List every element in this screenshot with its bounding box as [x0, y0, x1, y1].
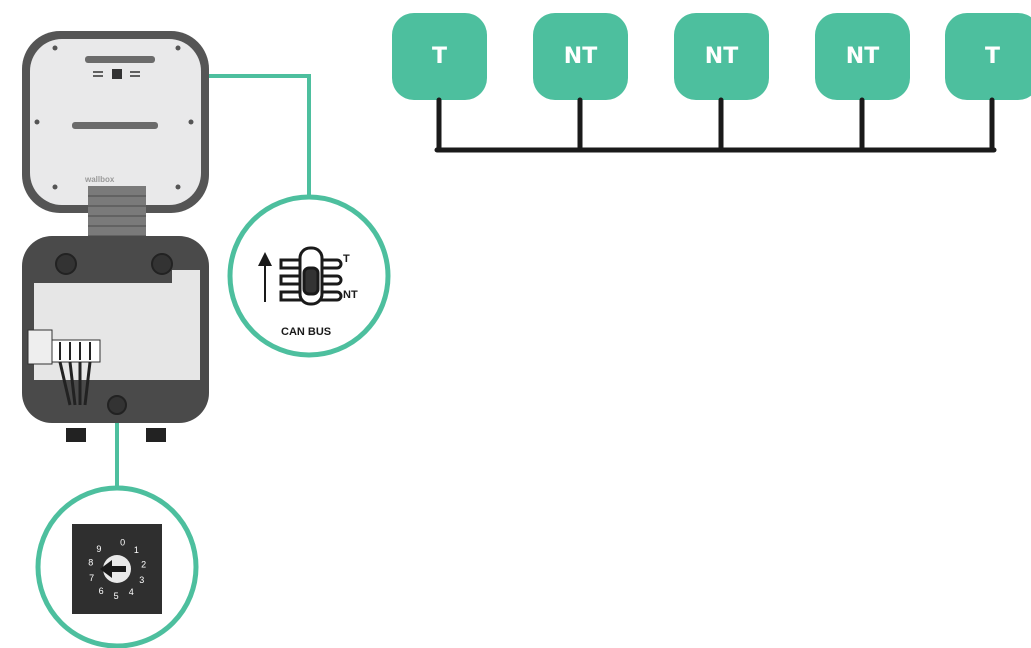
up-arrow-icon — [258, 252, 272, 302]
bus-node-label: NT — [845, 44, 880, 69]
dial-digit: 0 — [120, 538, 125, 548]
charger-lid: wallbox — [22, 31, 209, 213]
switch-bottom-label: NT — [343, 289, 358, 301]
dial-digit: 2 — [141, 559, 146, 569]
dial-digit: 8 — [88, 558, 93, 568]
switch-top-label: T — [343, 253, 350, 265]
charger-brand-label: wallbox — [84, 175, 115, 184]
bus-node-4: NT — [815, 13, 910, 100]
bus-node-label: NT — [704, 44, 739, 69]
ribbon-cable — [88, 186, 146, 256]
bus-node-label: T — [984, 44, 1000, 69]
bus-node-label: T — [431, 44, 447, 69]
can-bus-switch-callout: T NT CAN BUS — [227, 194, 391, 358]
dial-digit: 7 — [89, 573, 94, 583]
dial-digit: 3 — [139, 575, 144, 585]
dial-digit: 1 — [134, 545, 139, 555]
dial-digit: 5 — [114, 591, 119, 601]
callout-connectors — [115, 74, 311, 490]
dip-switch-icon — [279, 246, 343, 306]
bus-node-5: T — [945, 13, 1031, 100]
bus-node-3: NT — [674, 13, 769, 100]
bus-node-1: T — [392, 13, 487, 100]
dial-digit: 6 — [99, 586, 104, 596]
charger-base — [22, 236, 209, 442]
dial-digit: 4 — [129, 587, 134, 597]
bus-node-label: NT — [563, 44, 598, 69]
dial-digit: 9 — [96, 544, 101, 554]
can-bus-line — [434, 97, 997, 153]
can-bus-caption: CAN BUS — [281, 326, 331, 338]
dial-pointer-icon — [100, 560, 126, 578]
bus-node-2: NT — [533, 13, 628, 100]
